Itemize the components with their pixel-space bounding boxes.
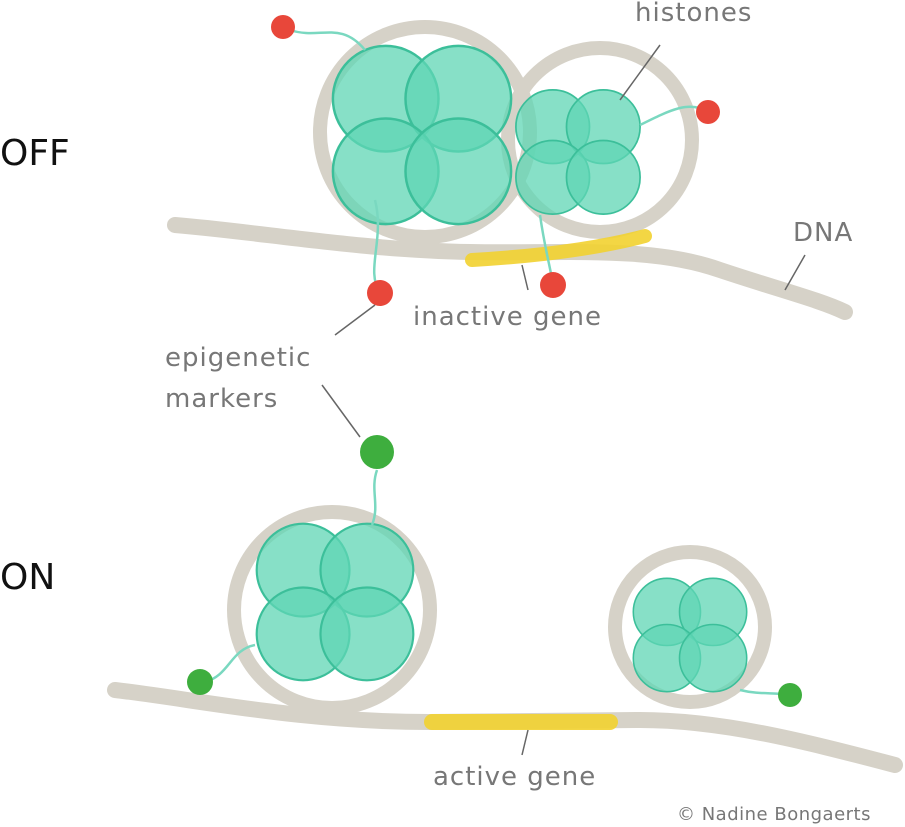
epigenetic-markers-label-line2: markers — [165, 384, 279, 414]
red-epigenetic-markers — [271, 15, 720, 306]
active-gene-label: active gene — [433, 762, 597, 792]
off-histone-1 — [331, 44, 513, 226]
green-epigenetic-markers — [187, 435, 802, 707]
on-histone-2 — [632, 577, 748, 693]
inactive-gene-label: inactive gene — [413, 302, 602, 332]
dna-label: DNA — [793, 218, 854, 248]
histones-label: histones — [635, 0, 753, 28]
label-leader-lines — [321, 44, 806, 756]
copyright-notice: © Nadine Bongaerts — [677, 804, 871, 825]
off-state-label: OFF — [0, 133, 70, 174]
epigenetic-markers-label-line1: epigenetic — [165, 343, 312, 373]
inactive-gene-segment — [465, 229, 652, 267]
on-histone-1 — [255, 522, 415, 682]
off-histone-2 — [515, 89, 641, 215]
on-state-label: ON — [0, 557, 56, 598]
